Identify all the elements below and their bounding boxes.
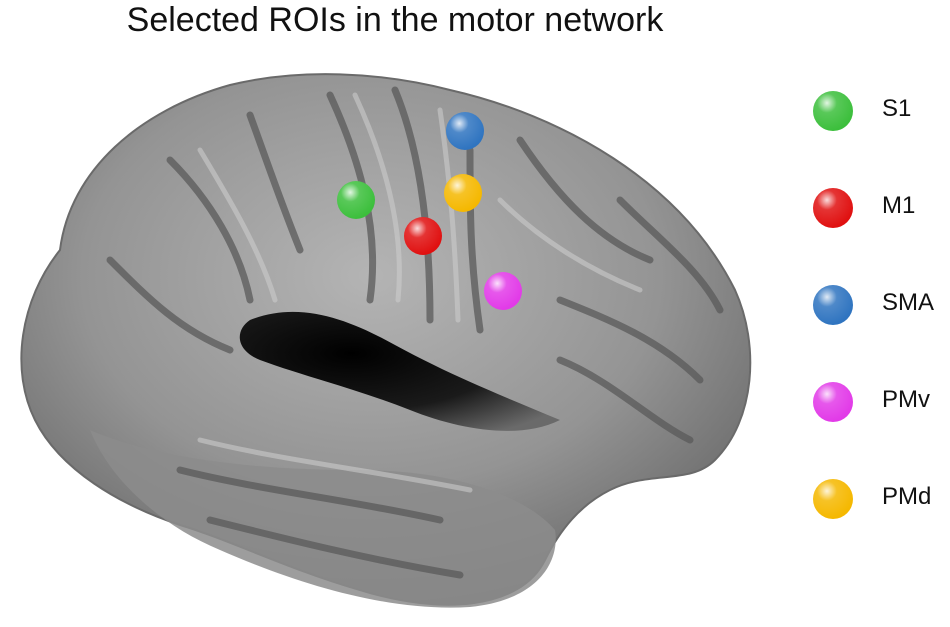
roi-marker-m1 — [404, 217, 442, 255]
gyri-highlights — [197, 92, 643, 493]
legend-item-s1: S1 — [812, 88, 950, 132]
roi-marker-pmd — [444, 174, 482, 212]
legend-label-pmv: PMv — [882, 386, 930, 413]
legend-marker-pmd — [813, 479, 853, 519]
roi-marker-sma — [446, 112, 484, 150]
roi-marker-s1 — [337, 181, 375, 219]
legend-label-s1: S1 — [882, 95, 912, 122]
legend-marker-m1 — [813, 188, 853, 228]
roi-legend: S1 M1 SMA PMv — [812, 88, 950, 573]
legend-marker-sma — [813, 285, 853, 325]
sulci-lines — [106, 86, 724, 579]
brain-illustration — [20, 73, 752, 608]
legend-label-pmd: PMd — [882, 483, 932, 510]
legend-item-sma: SMA — [812, 282, 950, 326]
roi-marker-pmv — [484, 272, 522, 310]
legend-item-pmd: PMd — [812, 476, 950, 520]
legend-marker-s1 — [813, 91, 853, 131]
figure-title: Selected ROIs in the motor network — [126, 1, 664, 39]
lateral-fissure — [239, 311, 560, 431]
legend-label-sma: SMA — [882, 289, 935, 316]
legend-label-m1: M1 — [882, 192, 916, 219]
legend-item-pmv: PMv — [812, 379, 950, 423]
legend-marker-pmv — [813, 382, 853, 422]
legend-item-m1: M1 — [812, 185, 950, 229]
